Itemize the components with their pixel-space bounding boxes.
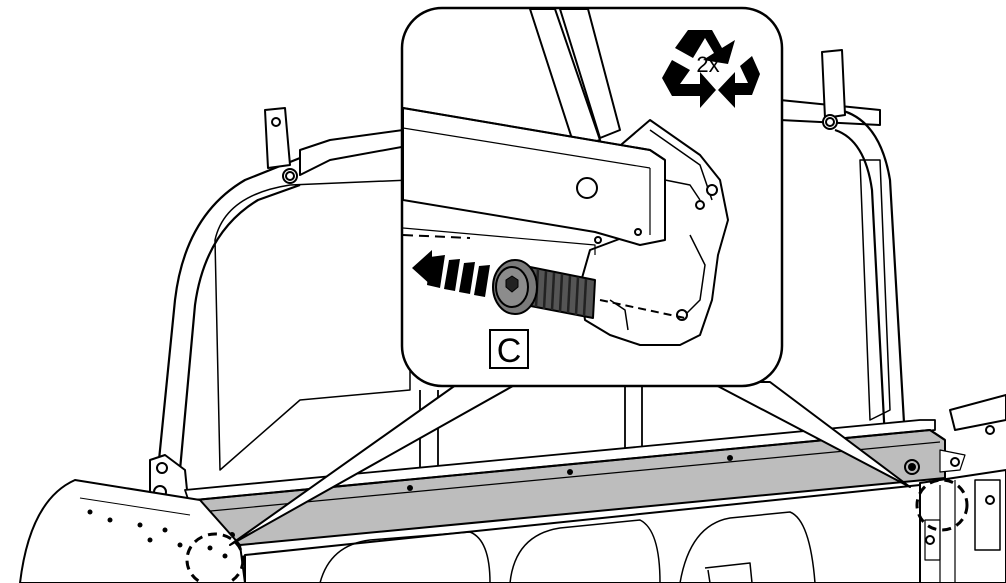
torx-screw-icon xyxy=(492,259,596,319)
quantity-label: 2x xyxy=(696,52,719,77)
part-label-text: C xyxy=(497,332,522,370)
part-label: C xyxy=(489,329,529,370)
recycle-icon: 2x xyxy=(662,30,760,108)
detail-callout: C 2x xyxy=(400,6,784,388)
arrow-left-icon xyxy=(412,250,490,297)
location-markers xyxy=(185,478,969,583)
vehicle-bed xyxy=(19,394,1006,583)
location-marker-right xyxy=(915,478,969,532)
location-marker-left xyxy=(185,532,245,583)
